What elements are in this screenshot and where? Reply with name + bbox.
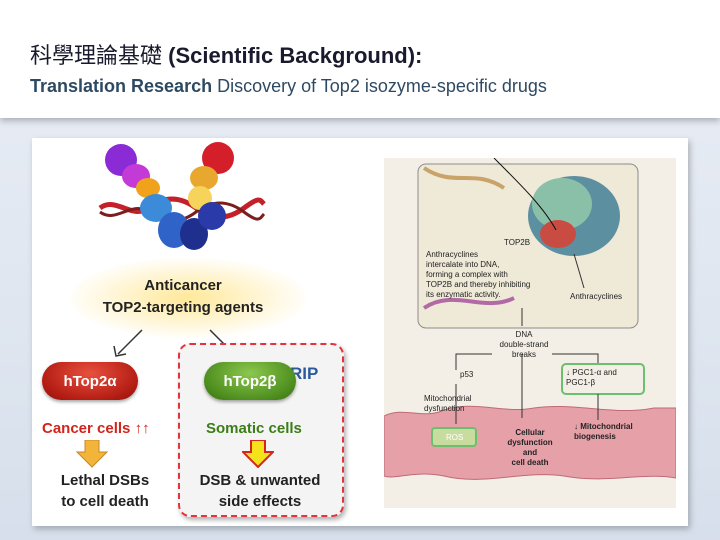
cancer-cells-label: Cancer cells ↑↑ xyxy=(42,420,150,437)
anticancer-agents-label: Anticancer TOP2-targeting agents xyxy=(102,277,264,316)
side-effects-outcome: DSB & unwanted side effects xyxy=(199,472,321,510)
title-chinese: 科學理論基礎 xyxy=(30,44,163,69)
p53-label: p53 xyxy=(460,370,474,379)
up-arrows-icon: ↑↑ xyxy=(134,420,150,437)
htop2-beta-pill: hTop2β xyxy=(204,362,296,400)
mechanism-figure-art xyxy=(384,158,676,508)
rip-label: RIP xyxy=(290,364,319,383)
ros-label: ROS xyxy=(446,433,464,442)
anthracycline-description: Anthracyclines intercalate into DNA, for… xyxy=(426,250,531,299)
slide-header: 科學理論基礎 (Scientific Background): Translat… xyxy=(0,0,720,118)
cellular-dysfunction-label: Cellular dysfunction and cell death xyxy=(507,428,553,467)
lethal-dsb-outcome: Lethal DSBs to cell death xyxy=(60,472,150,510)
down-arrow-icon xyxy=(242,440,274,468)
mito-biogenesis-label: ↓ Mitochondrial biogenesis xyxy=(574,422,633,441)
subtitle-rest: Discovery of Top2 isozyme-specific drugs xyxy=(217,76,547,96)
slide-title: 科學理論基礎 (Scientific Background): xyxy=(30,38,422,70)
anthracyclines-label: Anthracyclines xyxy=(570,292,623,301)
mito-dysfunction-label: Mitochondrial dysfunction xyxy=(424,394,472,413)
top2-protein-illustration xyxy=(98,142,266,250)
down-arrow-icon xyxy=(76,440,108,468)
mechanism-figure: TOP2B Anthracyclines intercalate into DN… xyxy=(384,158,676,508)
agents-glow xyxy=(70,258,306,338)
slide-subtitle: Translation Research Discovery of Top2 i… xyxy=(30,76,547,97)
htop2-alpha-pill: hTop2α xyxy=(42,362,138,400)
dna-breaks-label: DNA double-strand breaks xyxy=(499,330,549,359)
top2b-label: TOP2B xyxy=(504,238,531,247)
subtitle-bold: Translation Research xyxy=(30,76,213,96)
somatic-cells-label: Somatic cells xyxy=(206,420,302,437)
title-english: (Scientific Background): xyxy=(168,43,423,68)
pgc-label: ↓ PGC1-α and PGC1-β xyxy=(566,368,617,387)
